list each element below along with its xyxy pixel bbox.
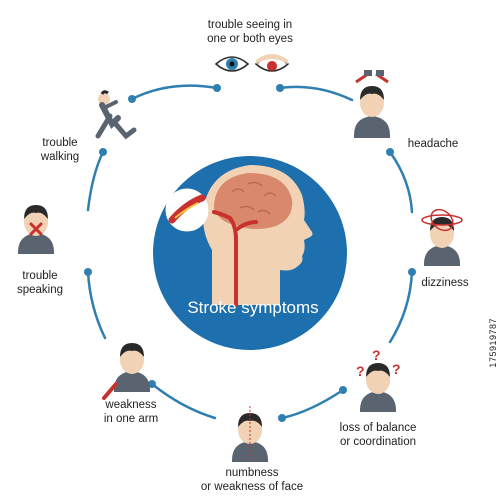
head-profile-icon xyxy=(203,165,313,307)
label-vision: trouble seeing in one or both eyes xyxy=(207,19,293,45)
label-balance: loss of balance or coordination xyxy=(339,422,417,448)
ring-arc-arm-speaking xyxy=(86,270,107,340)
svg-text:?: ? xyxy=(392,361,401,377)
arm-weakness-icon xyxy=(102,343,150,400)
svg-text:?: ? xyxy=(356,363,365,379)
ring-arc-balance-face xyxy=(280,388,345,420)
label-speaking: trouble speaking xyxy=(16,270,64,296)
label-face: numbness or weakness of face xyxy=(200,467,304,493)
stock-id: 175919787 xyxy=(488,318,498,368)
ring-dots xyxy=(84,84,416,422)
diagram-title: Stroke symptoms xyxy=(187,298,319,317)
speech-blocked-icon xyxy=(18,205,54,254)
label-walking: trouble walking xyxy=(40,137,80,163)
artery-magnifier-icon xyxy=(165,188,209,232)
ring-connectors xyxy=(86,84,414,420)
stumbling-man-icon xyxy=(95,90,137,140)
svg-text:?: ? xyxy=(372,347,381,363)
dizzy-person-icon xyxy=(421,208,463,266)
ring-arc-dizziness-balance xyxy=(388,270,414,344)
label-dizziness: dizziness xyxy=(421,277,469,289)
headache-person-icon xyxy=(354,70,390,138)
eyes-icon xyxy=(214,54,290,72)
face-numbness-icon xyxy=(232,406,268,462)
confused-person-icon: ? ? ? xyxy=(356,347,401,412)
ring-arc-face-arm xyxy=(150,382,217,420)
label-headache: headache xyxy=(407,138,459,150)
ring-arc-headache-dizziness xyxy=(388,150,414,214)
ring-arc-vision-headache xyxy=(278,85,354,102)
ring-arc-walking-vision xyxy=(130,84,219,101)
label-arm: weakness in one arm xyxy=(103,399,159,425)
ring-arc-speaking-walking xyxy=(86,150,105,212)
